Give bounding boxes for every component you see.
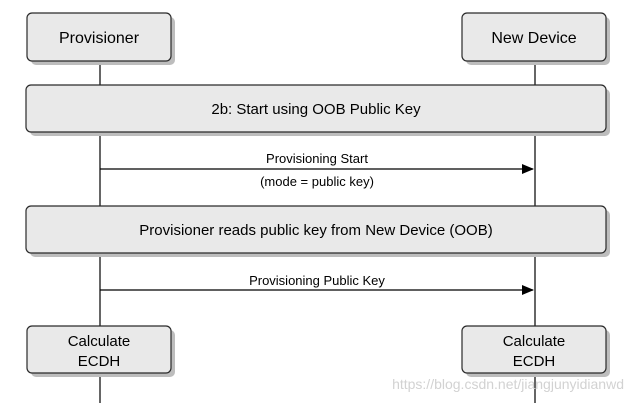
oob-note-banner: Provisioner reads public key from New De… [25,205,610,257]
new-device-ecdh-label: ECDH [513,353,556,370]
provisioner-calculate-label: Calculate [68,333,131,350]
provisioning-start-mode-label: (mode = public key) [260,174,374,189]
phase-banner: 2b: Start using OOB Public Key [25,84,610,136]
provisioning-public-key-message: Provisioning Public Key [100,273,534,295]
provisioner-participant-box: Provisioner [26,12,175,65]
provisioning-public-key-label: Provisioning Public Key [249,273,385,288]
provisioner-ecdh-label: ECDH [78,353,121,370]
new-device-participant-box: New Device [461,12,610,65]
phase-banner-label: 2b: Start using OOB Public Key [211,101,421,118]
oob-note-label: Provisioner reads public key from New De… [139,222,492,239]
provisioning-start-label: Provisioning Start [266,151,368,166]
provisioning-start-message: Provisioning Start (mode = public key) [100,151,534,189]
new-device-calculate-label: Calculate [503,333,566,350]
provisioner-calculate-ecdh-box: Calculate ECDH [26,325,175,377]
provisioner-label: Provisioner [59,30,140,47]
new-device-label: New Device [491,30,576,47]
watermark-text: https://blog.csdn.net/jiangjunyidianwd [392,376,624,392]
new-device-calculate-ecdh-box: Calculate ECDH [461,325,610,377]
